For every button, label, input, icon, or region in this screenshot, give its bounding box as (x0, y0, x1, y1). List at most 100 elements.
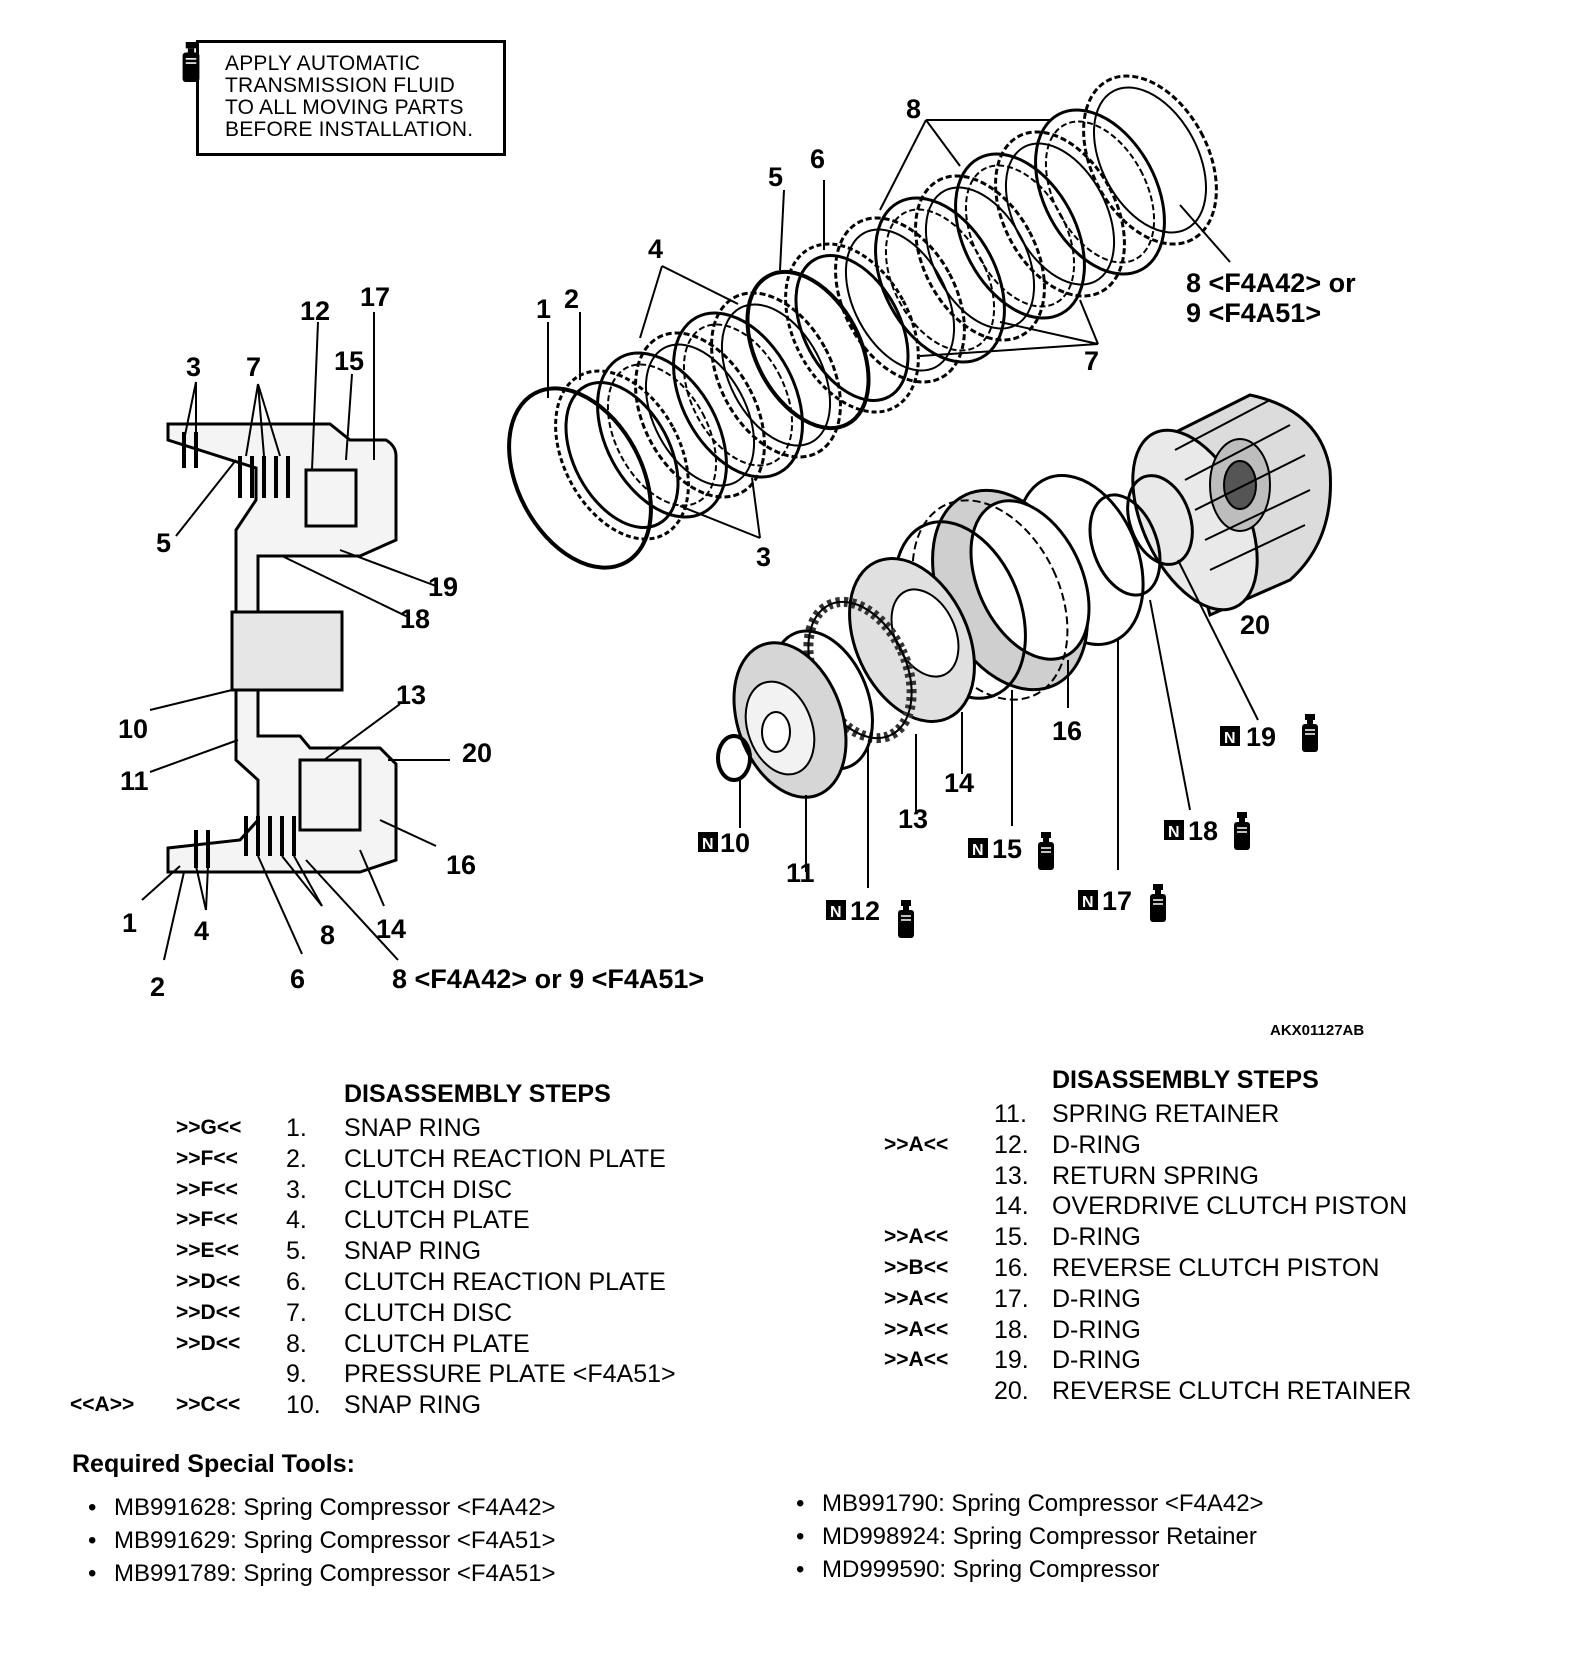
snap-ring-5 (745, 269, 871, 431)
step-name: D-RING (1052, 1284, 1141, 1313)
callout-16: 16 (1052, 716, 1082, 746)
lower-leader-lines (739, 559, 1259, 888)
step-number: 7. (286, 1298, 307, 1327)
svg-text:N: N (702, 836, 714, 853)
section-callout-15: 15 (334, 346, 364, 376)
step-name: SNAP RING (344, 1114, 482, 1142)
n-marker-18: N (1164, 820, 1184, 841)
section-callout-5: 5 (156, 528, 171, 558)
step-name: D-RING (1052, 1223, 1141, 1252)
step-number: 8. (286, 1329, 307, 1358)
spring-retainer-11 (732, 641, 848, 799)
atf-note-box: APPLY AUTOMATIC TRANSMISSION FLUID TO AL… (196, 40, 506, 156)
callout-12: 12 (850, 896, 880, 926)
section-callout-11: 11 (120, 766, 149, 796)
callout-1: 1 (536, 294, 551, 324)
step-row: >>A<<15.D-RING (880, 1223, 1440, 1253)
n-marker-12: N (826, 900, 846, 921)
callout-8-or: 8 <F4A42> or (1186, 268, 1356, 298)
step-name: SPRING RETAINER (1052, 1100, 1280, 1128)
disc-7c (1034, 108, 1166, 276)
step-row: >>D<<8.CLUTCH PLATE (0, 1330, 760, 1360)
exploded-callouts: 1 2 4 5 6 8 8 <F4A42> or 9 <F4A51> 7 3 2… (536, 94, 1356, 926)
step-reference: >>A<< (884, 1286, 949, 1310)
section-callout-20: 20 (462, 738, 492, 768)
step-reference: >>A<< (884, 1225, 949, 1249)
clutch-pack-rings (507, 74, 1218, 570)
atf-bottle-icon-18 (1233, 811, 1251, 851)
step-number: 9. (286, 1360, 307, 1389)
callout-20: 20 (1240, 610, 1270, 640)
step-name: CLUTCH REACTION PLATE (344, 1268, 666, 1296)
disassembly-steps-right: DISASSEMBLY STEPS 11. SPRING RETAINER >>A<… (880, 1066, 1440, 1406)
callout-19: 19 (1246, 722, 1276, 752)
step-name: REVERSE CLUTCH PISTON (1052, 1254, 1380, 1282)
step-row: >>D<<7.CLUTCH DISC (0, 1299, 760, 1329)
new-part-markers: N N N N N N (698, 713, 1319, 939)
step-reference: >>F<< (176, 1146, 238, 1170)
disc-3b (672, 311, 804, 479)
step-number: 2. (286, 1144, 307, 1173)
step-number: 6. (286, 1268, 307, 1296)
step-row: 9.PRESSURE PLATE <F4A51> (0, 1360, 760, 1390)
step-row: >>A<<18.D-RING (880, 1316, 1440, 1346)
section-callout-13: 13 (396, 680, 426, 710)
step-reference: >>A<< (884, 1317, 949, 1341)
step-reference: >>D<< (176, 1300, 241, 1324)
snap-ring-1 (507, 386, 653, 570)
step-row: >>F<<4.CLUTCH PLATE (0, 1206, 760, 1236)
step-name: D-RING (1052, 1346, 1141, 1375)
step-row: <<A>>>>C<<10.SNAP RING (0, 1391, 760, 1421)
step-name: SNAP RING (344, 1391, 482, 1420)
plate-4b (710, 291, 842, 459)
special-tool-item: MB991629: Spring Compressor <F4A51> (72, 1527, 556, 1560)
step-number: 11. (994, 1100, 1027, 1128)
section-callout-16: 16 (446, 850, 476, 880)
section-callout-10: 10 (118, 714, 148, 744)
callout-6: 6 (810, 144, 825, 174)
callout-13: 13 (898, 804, 928, 834)
step-reference: >>A<< (884, 1132, 949, 1156)
disassembly-steps-left: DISASSEMBLY STEPS >>G<<1.SNAP RING>>F<<2… (0, 1080, 760, 1420)
step-row: >>F<<2.CLUTCH REACTION PLATE (0, 1145, 760, 1175)
section-callout-18: 18 (400, 604, 430, 634)
callout-4: 4 (648, 234, 663, 264)
section-callout-2: 2 (150, 972, 165, 1002)
callout-2: 2 (564, 284, 579, 314)
step-number: 12. (994, 1130, 1029, 1159)
callout-8: 8 (906, 94, 921, 124)
exploded-view-diagram: N N N N N N 1 2 4 5 6 8 8 <F4A42> or 9 <… (118, 74, 1356, 1002)
step-row: >>A<< 12. D-RING (880, 1131, 1440, 1161)
reverse-clutch-piston-16 (911, 488, 1091, 701)
callout-9: 9 <F4A51> (1186, 298, 1321, 328)
callout-10: 10 (720, 828, 750, 858)
section-callout-4: 4 (194, 916, 209, 946)
section-callout-1: 1 (122, 908, 137, 938)
section-callout-3: 3 (186, 352, 201, 382)
n-marker-15: N (968, 838, 988, 859)
n-marker-10: N (698, 832, 718, 853)
step-row: >>F<<3.CLUTCH DISC (0, 1176, 760, 1206)
section-callout-8: 8 (320, 920, 335, 950)
step-name: REVERSE CLUTCH RETAINER (1052, 1377, 1412, 1406)
svg-text:N: N (972, 842, 984, 859)
reaction-plate-2 (554, 369, 690, 541)
step-reference: >>D<< (176, 1270, 241, 1293)
cross-section-view (166, 422, 398, 874)
step-number: 19. (994, 1346, 1029, 1375)
steps-right-title: DISASSEMBLY STEPS (1052, 1066, 1319, 1094)
plate-8b (914, 174, 1046, 342)
atf-bottle-icon-19 (1301, 713, 1319, 753)
step-name: CLUTCH PLATE (344, 1329, 530, 1358)
step-number: 10. (286, 1391, 321, 1420)
step-name: D-RING (1052, 1130, 1141, 1159)
cross-section-callouts: 3 7 12 15 17 5 19 18 10 13 11 20 16 14 1… (118, 282, 704, 1002)
step-row: >>A<<19.D-RING (880, 1346, 1440, 1376)
snap-ring-10 (716, 734, 752, 782)
atf-bottle-icon (182, 42, 200, 82)
step-name: CLUTCH DISC (344, 1175, 513, 1204)
section-callout-8-or-9: 8 <F4A42> or 9 <F4A51> (392, 964, 704, 994)
step-row: >>A<<17.D-RING (880, 1285, 1440, 1315)
step-row: >>E<<5.SNAP RING (0, 1237, 760, 1267)
step-number: 5. (286, 1237, 307, 1266)
